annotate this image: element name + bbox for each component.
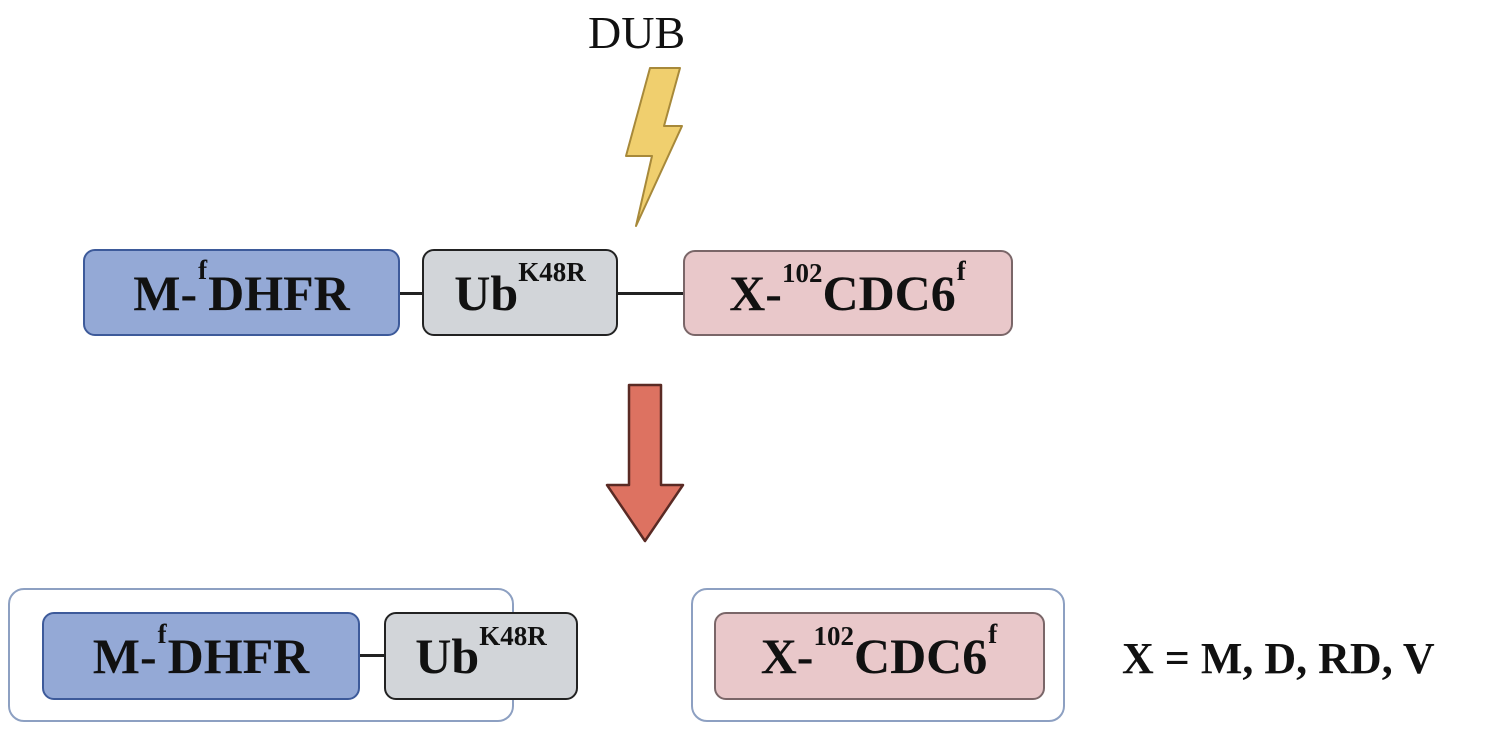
linker-line [358,654,386,657]
ub-mutation-sup: K48R [518,257,586,287]
dhfr-prefix: M- [92,628,157,684]
cdc6-prefix: X- [729,265,782,321]
linker-line [616,292,684,295]
dub-label: DUB [588,7,686,58]
dhfr-flag-sup: f [198,255,208,285]
dhfr-name: DHFR [208,264,350,321]
ub-mutation-sup: K48R [479,620,547,651]
lightning-bolt-icon [625,67,683,227]
dhfr-flag-sup: f [157,618,167,649]
down-arrow-icon [605,383,685,543]
cdc6-flag-sup: f [988,618,998,649]
ub-name: Ub [415,628,480,684]
ub-name: Ub [454,264,519,321]
dhfr-prefix: M- [133,264,198,321]
x-residue-legend: X = M, D, RD, V [1122,634,1435,683]
linker-line [398,292,424,295]
cdc6-name: CDC6 [822,265,956,321]
cdc6-residue-sup: 102 [781,257,823,288]
cdc6-name: CDC6 [853,628,988,684]
cdc6-prefix: X- [760,628,814,684]
dhfr-name: DHFR [167,628,310,684]
cdc6-flag-sup: f [956,255,966,286]
cdc6-residue-sup: 102 [813,620,854,651]
